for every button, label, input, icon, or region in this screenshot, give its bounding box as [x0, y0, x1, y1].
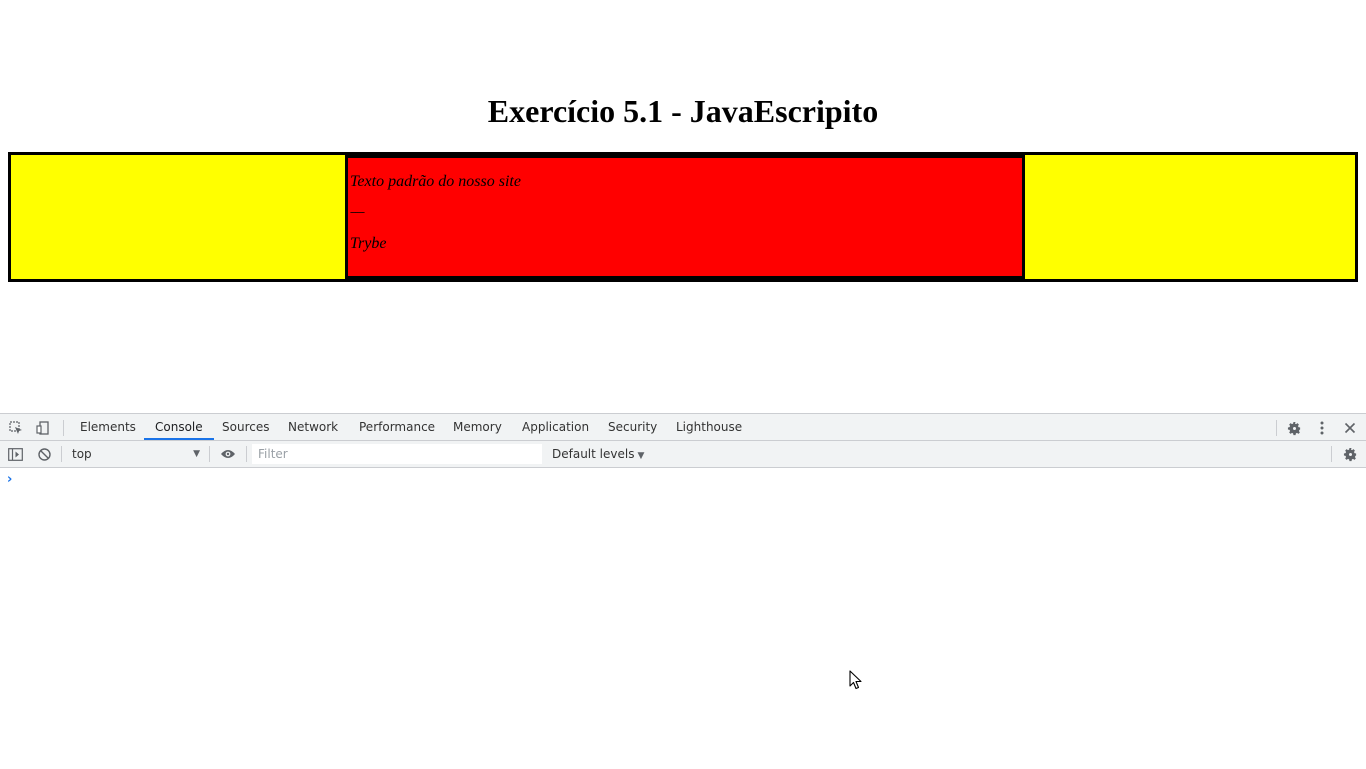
toolbar-divider [1331, 446, 1332, 462]
eye-icon[interactable] [220, 446, 236, 462]
close-icon[interactable] [1342, 420, 1358, 436]
tab-network[interactable]: Network [288, 420, 339, 434]
tab-security[interactable]: Security [608, 420, 658, 434]
console-prompt[interactable]: › [7, 472, 13, 487]
tab-lighthouse[interactable]: Lighthouse [676, 420, 743, 434]
devtools-panel: Elements Console Sources Network Perform… [0, 413, 1366, 769]
center-text-line: Trybe [350, 235, 387, 252]
gear-icon[interactable] [1286, 420, 1302, 436]
toolbar-divider [61, 446, 62, 462]
tab-memory[interactable]: Memory [453, 420, 502, 434]
tab-performance[interactable]: Performance [359, 420, 436, 434]
tab-elements[interactable]: Elements [80, 420, 136, 434]
dropdown-arrow-icon: ▼ [637, 451, 645, 461]
center-red-box: Texto padrão do nosso site ------ Trybe [345, 155, 1025, 279]
content-row: Texto padrão do nosso site ------ Trybe [8, 152, 1358, 282]
console-settings-gear-icon[interactable] [1342, 446, 1358, 462]
log-levels-dropdown[interactable]: Default levels▼ [552, 445, 644, 463]
console-output[interactable]: › [0, 469, 1366, 769]
dropdown-arrow-icon: ▼ [193, 449, 200, 459]
show-sidebar-icon[interactable] [7, 446, 23, 462]
left-yellow-box [11, 155, 345, 279]
devtools-tabbar: Elements Console Sources Network Perform… [0, 414, 1366, 441]
tab-application[interactable]: Application [522, 420, 590, 434]
toolbar-divider [209, 446, 210, 462]
device-toolbar-icon[interactable] [35, 420, 51, 436]
clear-console-icon[interactable] [36, 446, 52, 462]
right-yellow-box [1025, 155, 1355, 279]
log-levels-label: Default levels [552, 447, 635, 461]
console-toolbar: top ▼ Default levels▼ [0, 441, 1366, 468]
center-divider-text: ------ [350, 207, 365, 218]
tab-sources[interactable]: Sources [222, 420, 270, 434]
tab-console[interactable]: Console [144, 414, 214, 440]
context-select[interactable]: top ▼ [66, 445, 204, 463]
center-text-line: Texto padrão do nosso site [350, 173, 521, 190]
toolbar-divider [63, 420, 64, 436]
toolbar-divider [1276, 420, 1277, 436]
inspect-element-icon[interactable] [8, 420, 24, 436]
kebab-menu-icon[interactable] [1314, 420, 1330, 436]
mouse-cursor-icon [849, 670, 862, 690]
filter-input[interactable] [252, 444, 542, 464]
context-value: top [72, 447, 92, 461]
page-viewport: Exercício 5.1 - JavaEscripito Texto padr… [8, 93, 1358, 282]
toolbar-divider [246, 446, 247, 462]
page-title: Exercício 5.1 - JavaEscripito [487, 93, 879, 129]
